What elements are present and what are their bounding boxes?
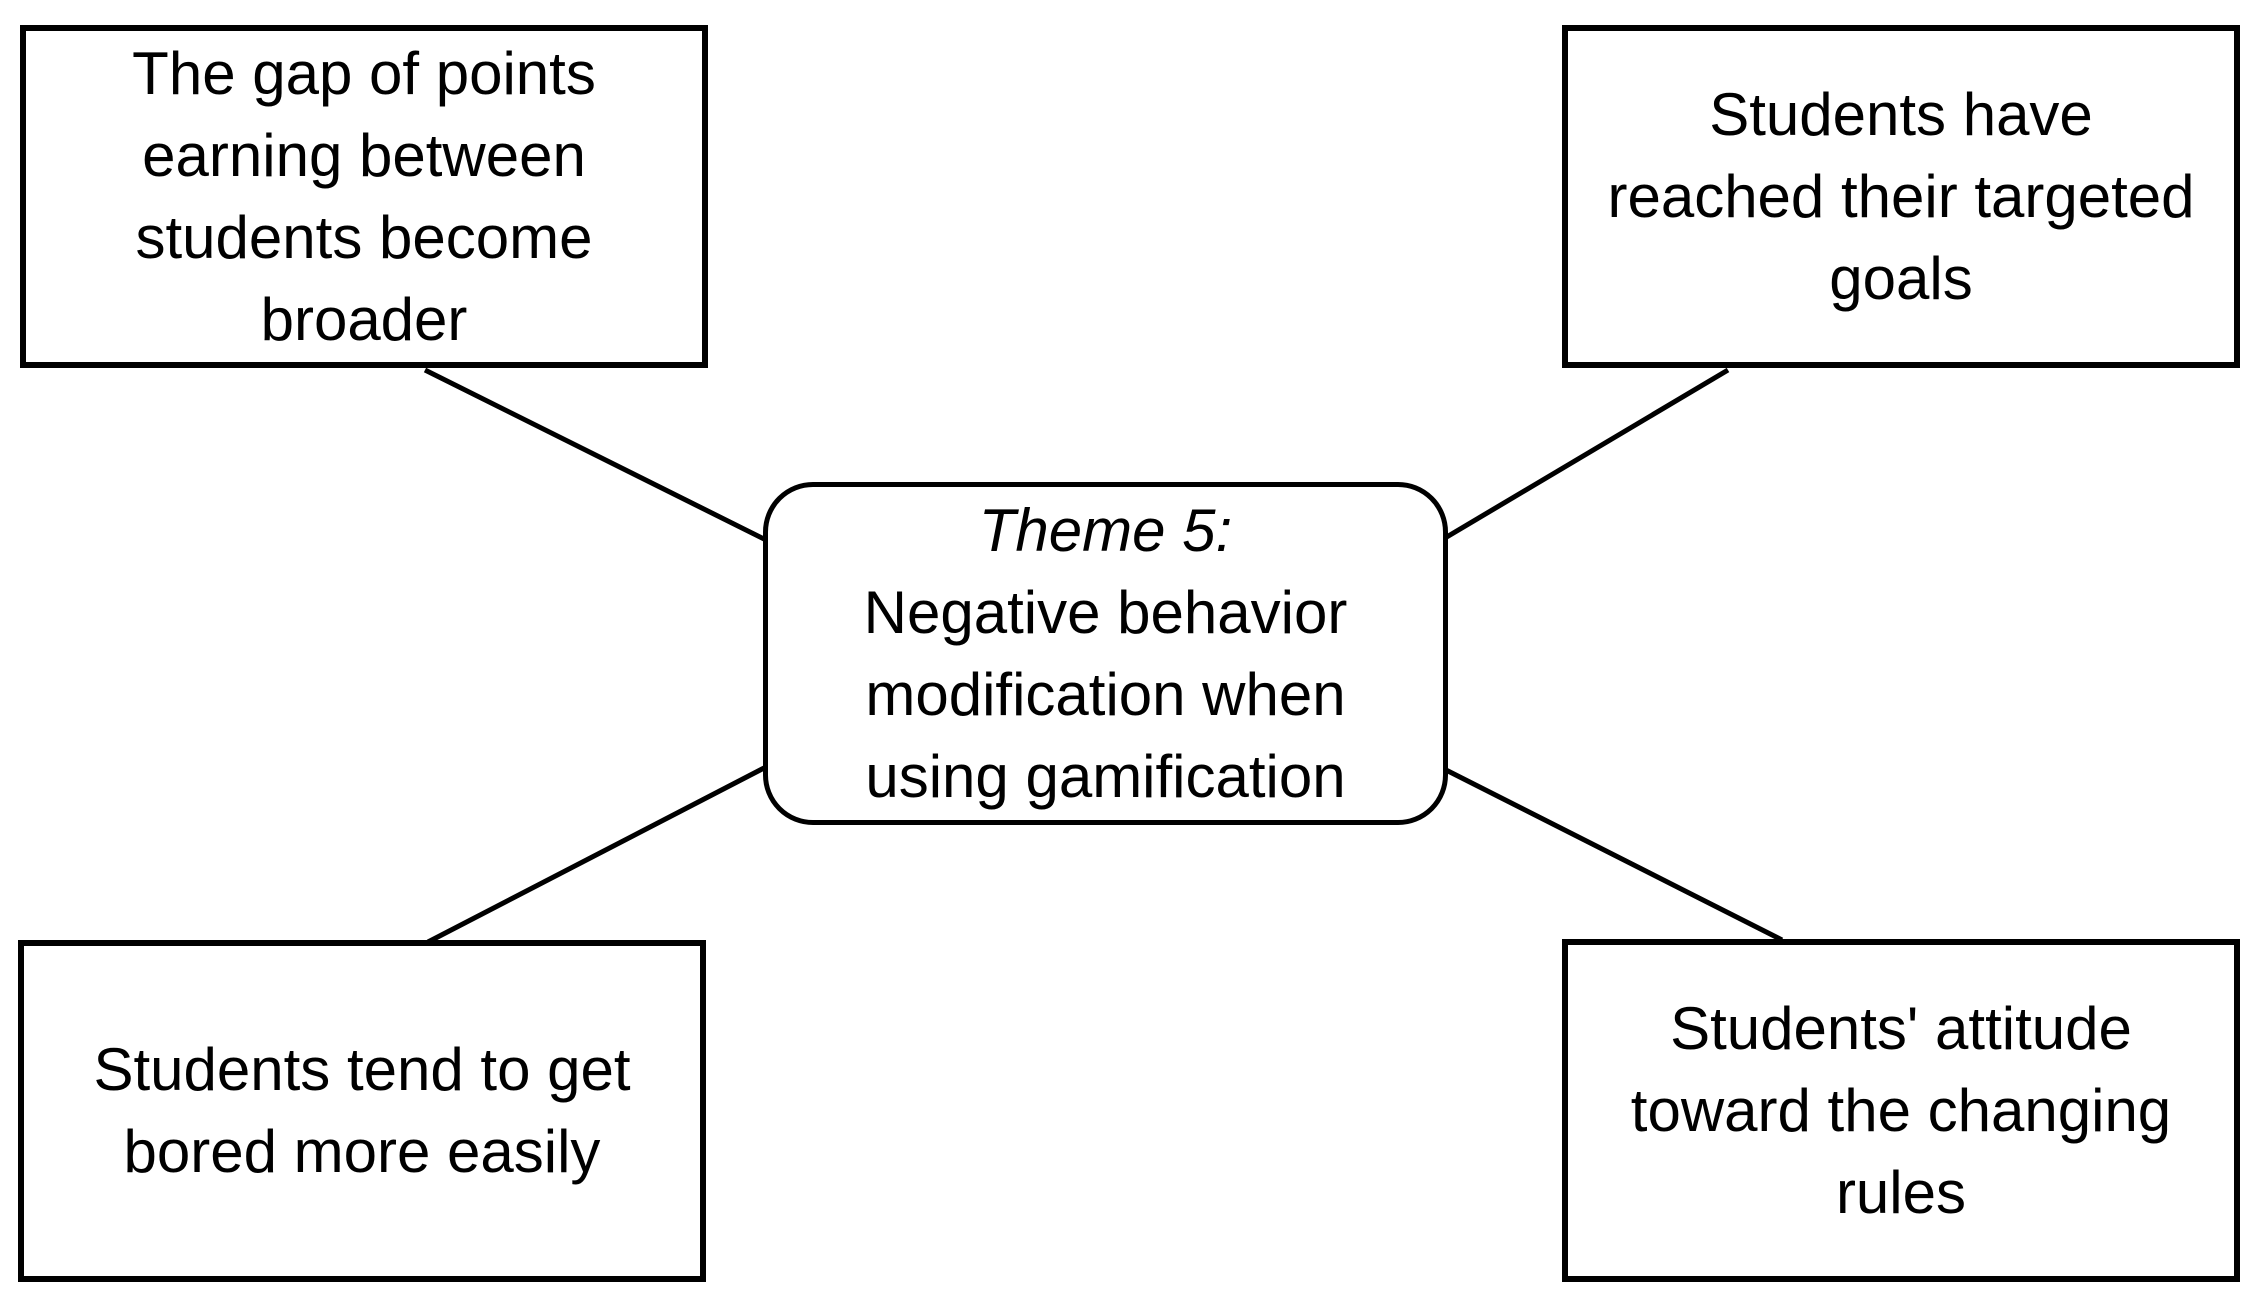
node-bottom-right-text: Students' attitude toward the changing r… [1630, 994, 2172, 1226]
node-top-left-text: The gap of points earning between studen… [132, 39, 596, 353]
connector-center-to-top-right [1443, 367, 1730, 541]
node-top-right: Students have reached their targeted goa… [1562, 25, 2240, 368]
connector-center-to-bottom-right [1444, 767, 1784, 943]
center-theme-title: Theme 5: [978, 496, 1233, 564]
node-center-theme: Theme 5: Negative behavior modification … [763, 482, 1448, 825]
node-top-right-text: Students have reached their targeted goa… [1607, 80, 2195, 312]
connector-center-to-top-left [423, 367, 768, 543]
connector-center-to-bottom-left [426, 765, 766, 945]
node-bottom-right: Students' attitude toward the changing r… [1562, 939, 2240, 1282]
node-top-left: The gap of points earning between studen… [20, 25, 708, 368]
center-theme-text: Negative behavior modification when usin… [863, 578, 1348, 810]
node-bottom-left-text: Students tend to get bored more easily [93, 1036, 631, 1185]
node-bottom-left: Students tend to get bored more easily [18, 940, 706, 1282]
